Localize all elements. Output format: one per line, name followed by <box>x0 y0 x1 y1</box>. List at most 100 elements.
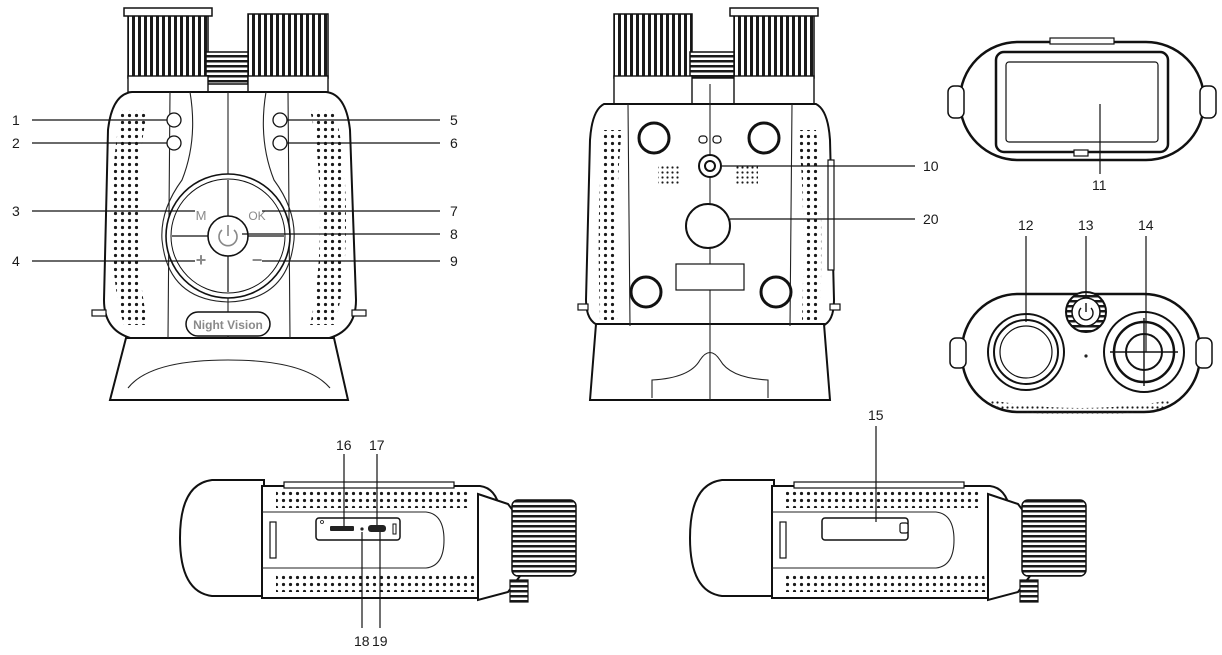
callout-17: 17 <box>369 437 385 453</box>
callout-20: 20 <box>923 211 939 227</box>
front-right-eyepiece-base <box>247 75 329 93</box>
power-icon <box>218 225 238 247</box>
side-view-ports: 16 17 18 19 <box>178 437 577 649</box>
back-left-eyepiece-base <box>613 75 693 105</box>
back-left-strap-lug <box>577 303 589 311</box>
callout-15: 15 <box>868 407 884 423</box>
callout-1: 1 <box>12 112 20 128</box>
screen-view: 11 <box>947 37 1217 193</box>
side-battery-focus-wheel <box>1019 579 1039 603</box>
battery-door-latch <box>899 522 909 534</box>
back-right-speaker-grille <box>798 130 822 320</box>
side-ports-usb-c <box>368 525 386 532</box>
front-lower-eyecup <box>108 337 350 401</box>
front-callout-lines <box>32 119 440 262</box>
back-left-speaker-grille <box>598 130 622 320</box>
side-ports-focus-wheel <box>509 579 529 603</box>
callout-13: 13 <box>1078 217 1094 233</box>
front-button-1 <box>166 112 182 128</box>
callout-4: 4 <box>12 253 20 269</box>
side-ports-eyecup <box>178 479 265 597</box>
callout-6: 6 <box>450 135 458 151</box>
back-left-eyepiece <box>613 13 693 79</box>
back-foot-top-right <box>747 121 781 155</box>
callout-3: 3 <box>12 203 20 219</box>
front-left-eyepiece <box>127 11 209 79</box>
side-ports-focus-ring <box>511 499 577 577</box>
side-battery-cover <box>772 511 955 569</box>
back-right-eyepiece-base <box>733 75 815 105</box>
back-focus-wheel <box>689 51 735 79</box>
front-view: M OK + − Night Vision <box>12 7 458 401</box>
battery-door <box>821 517 909 541</box>
side-ports-top-ridge <box>283 481 455 489</box>
front-left-eyepiece-cap <box>123 7 213 17</box>
callout-11: 11 <box>1092 177 1107 193</box>
side-ports-cover-screw <box>320 520 324 524</box>
back-side-button <box>827 159 835 271</box>
front-right-eyepiece <box>247 13 329 79</box>
side-battery-strap-slot <box>779 521 787 559</box>
callout-9: 9 <box>450 253 458 269</box>
callout-19: 19 <box>372 633 388 649</box>
side-battery-eyecup <box>688 479 775 597</box>
callout-10: 10 <box>923 158 939 174</box>
back-mic-grille-right <box>736 166 758 186</box>
lens-left-strap-lug <box>949 337 967 369</box>
back-sensor-left <box>698 135 708 144</box>
back-mic-grille-left <box>658 166 680 186</box>
side-ports-sd-slot <box>330 526 354 531</box>
front-left-strap-lug <box>91 309 107 317</box>
callout-8: 8 <box>450 226 458 242</box>
back-label-plate <box>675 263 745 291</box>
back-sensor-right <box>712 135 722 144</box>
mode-button-label: M <box>196 208 207 223</box>
side-battery-focus-ring <box>1021 499 1087 577</box>
front-eyecup-curve <box>127 359 331 389</box>
power-icon <box>1078 303 1094 321</box>
front-button-2 <box>166 135 182 151</box>
callout-7: 7 <box>450 203 458 219</box>
callout-16: 16 <box>336 437 352 453</box>
side-view-battery: 15 <box>688 407 1087 603</box>
back-foot-bottom-right <box>759 275 793 309</box>
lens-callout-lines <box>1025 236 1147 352</box>
lens-center-dot <box>1084 354 1088 358</box>
screen-display <box>1005 61 1159 143</box>
screen-bottom-tab <box>1073 149 1089 157</box>
front-keypad-ring-inner <box>170 178 286 294</box>
night-vision-badge-label: Night Vision <box>193 318 263 332</box>
front-button-5 <box>272 112 288 128</box>
back-view: 10 20 <box>577 7 939 401</box>
back-foot-bottom-left <box>629 275 663 309</box>
side-ports-callout-lines <box>343 454 381 628</box>
screen-top-button <box>1049 37 1115 45</box>
objective-lens-glass <box>999 325 1053 379</box>
front-left-speaker-grille <box>112 110 148 325</box>
callout-5: 5 <box>450 112 458 128</box>
back-callout-lines <box>722 165 915 220</box>
side-ports-top-grille <box>276 490 470 508</box>
back-right-eyepiece-cap <box>729 7 819 17</box>
callout-18: 18 <box>354 633 370 649</box>
front-right-strap-lug <box>351 309 367 317</box>
back-right-eyepiece <box>733 11 815 79</box>
lens-view: 12 13 14 <box>949 217 1213 415</box>
side-ports-bottom-grille <box>276 574 476 592</box>
side-battery-top-ridge <box>793 481 965 489</box>
back-right-strap-lug <box>829 303 841 311</box>
side-ports-port-panel <box>315 517 401 541</box>
side-ports-cover <box>262 511 445 569</box>
front-right-speaker-grille <box>310 110 346 325</box>
side-battery-bottom-grille <box>786 574 986 592</box>
callout-14: 14 <box>1138 217 1154 233</box>
back-indicator-led-core <box>704 160 716 172</box>
side-ports-reset-hole <box>360 527 364 531</box>
callout-2: 2 <box>12 135 20 151</box>
lens-right-strap-lug <box>1195 337 1213 369</box>
night-vision-badge <box>185 311 271 337</box>
ok-button-label: OK <box>248 209 265 223</box>
back-tripod-mount <box>685 203 731 249</box>
side-ports-indicator <box>392 523 397 535</box>
